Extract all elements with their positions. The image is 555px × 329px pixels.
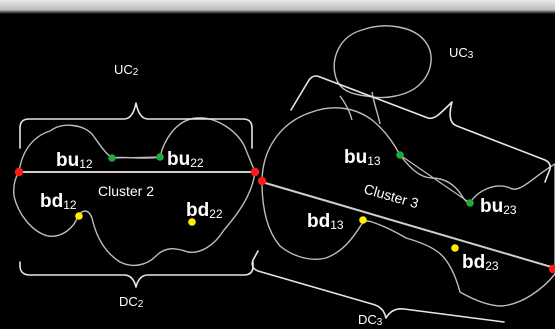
cluster-2-title: Cluster 2: [98, 183, 154, 199]
cluster-3-axis: [261, 181, 555, 269]
bd22-label: bd22: [186, 200, 223, 221]
bu13-dot: [396, 151, 404, 159]
lower-brace-2: [19, 261, 254, 288]
lower-brace-3: [251, 250, 505, 323]
bd22-dot: [188, 218, 196, 226]
bu12-label: bu12: [56, 150, 93, 171]
bu22-label: bu22: [167, 149, 204, 170]
dc2-label: DC2: [119, 294, 144, 310]
bu13-label: bu13: [344, 147, 381, 168]
cluster-2: UC2 DC2 Cluster 2 bu12 bu22 bd12 bd22: [13, 62, 260, 310]
dc3-label: DC3: [358, 312, 383, 328]
uc3-label: UC3: [449, 45, 474, 61]
bu12-dot: [108, 154, 116, 162]
endpoint-dot: [257, 176, 267, 186]
endpoint-dot: [250, 167, 260, 177]
bd12-dot: [75, 212, 83, 220]
bd23-label: bd23: [462, 252, 499, 273]
upper-brace-2: [19, 102, 253, 149]
cluster-3-title: Cluster 3: [362, 181, 420, 212]
cluster-3-upper-link: [399, 154, 471, 204]
cluster-2-upper-link: [111, 156, 161, 159]
cluster-2-outline: [13, 117, 256, 267]
upper-brace-3: [290, 75, 552, 183]
bd12-label: bd12: [40, 191, 77, 212]
cluster-3: UC3 DC3 Cluster 3 bu13 bu23 bd13 bd23: [251, 25, 555, 328]
bu22-dot: [156, 153, 164, 161]
bd13-dot: [359, 216, 367, 224]
bd23-dot: [451, 244, 459, 252]
endpoint-dot: [14, 167, 24, 177]
cluster-3-top-blob: [333, 25, 432, 99]
bu23-dot: [466, 199, 474, 207]
endpoint-dot: [548, 264, 555, 274]
bd13-label: bd13: [307, 211, 344, 232]
bu23-label: bu23: [480, 196, 517, 217]
cluster-3-neck: [339, 91, 381, 125]
uc2-label: UC2: [114, 62, 139, 78]
top-band: [0, 0, 555, 14]
cluster-3-outline: [261, 107, 555, 307]
